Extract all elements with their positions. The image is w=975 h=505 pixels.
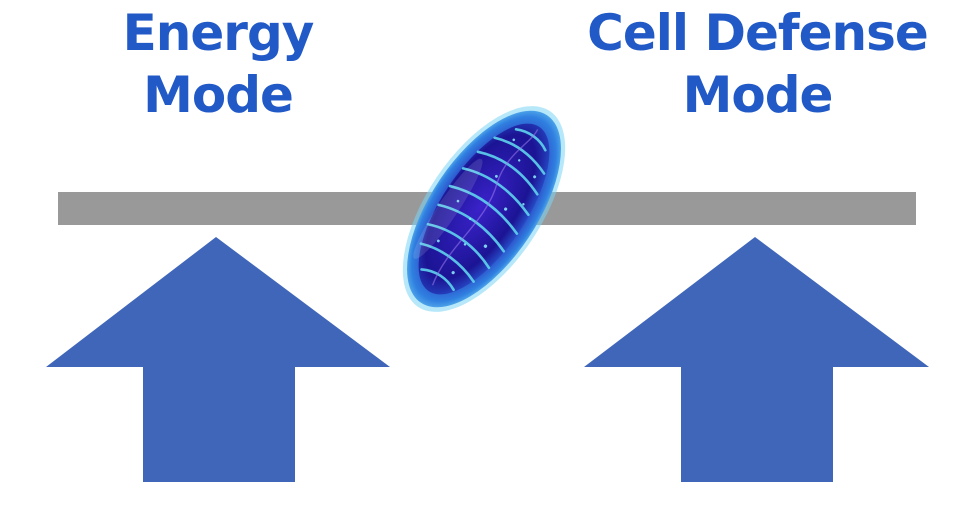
cell-defense-mode-label-line1: Cell Defense (587, 4, 929, 62)
energy-mode-label-line2: Mode (143, 66, 294, 124)
right-up-arrow-icon (584, 237, 929, 482)
mitochondrion-icon (402, 106, 566, 312)
cell-defense-mode-label: Cell Defense Mode (585, 2, 930, 126)
left-up-arrow-icon (46, 237, 390, 482)
energy-mode-label-line1: Energy (122, 4, 315, 62)
energy-mode-label: Energy Mode (88, 2, 348, 126)
cell-defense-mode-label-line2: Mode (682, 66, 834, 124)
